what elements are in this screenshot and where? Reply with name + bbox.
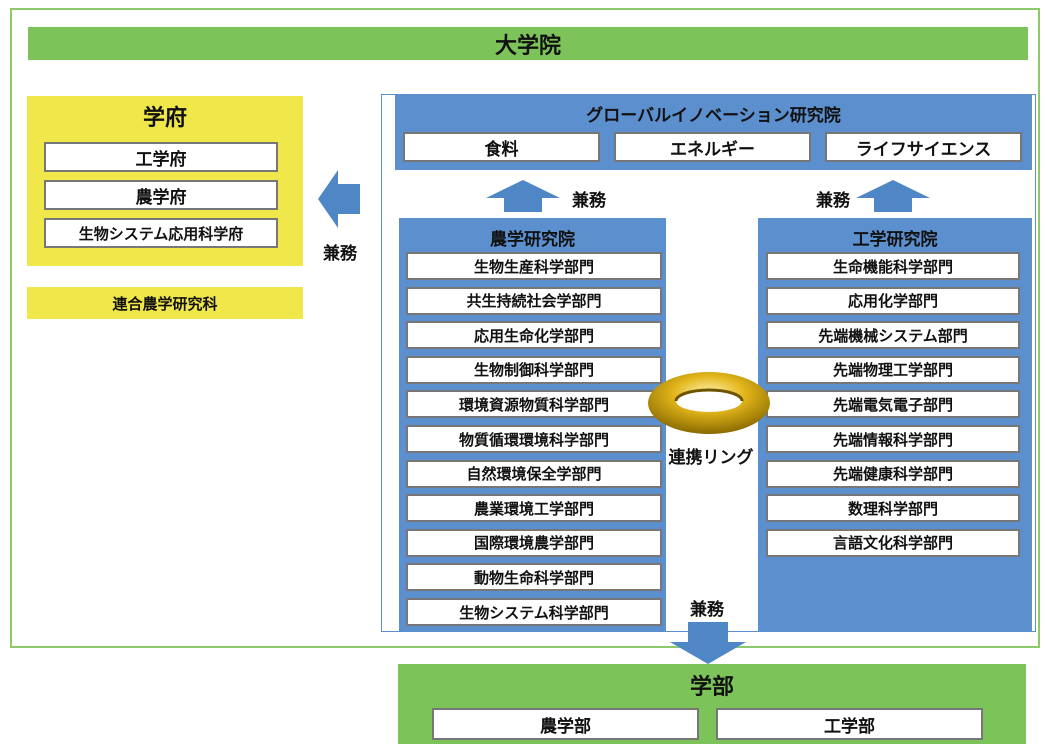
gakufu-item: 生物システム応用科学府 xyxy=(44,218,278,248)
graduate-school-frame xyxy=(10,8,1040,648)
up-arrow-icon xyxy=(486,180,560,212)
global-innovation-title: グローバルイノベーション研究院 xyxy=(586,105,841,126)
ring-icon xyxy=(646,370,772,436)
department-item: 生命機能科学部門 xyxy=(766,252,1020,280)
department-item: 先端健康科学部門 xyxy=(766,459,1020,488)
eng-institute-title: 工学研究院 xyxy=(852,229,938,250)
kenmu-label: 兼務 xyxy=(323,243,357,264)
department-item: 国際環境農学部門 xyxy=(406,528,662,557)
department-item: 数理科学部門 xyxy=(766,494,1020,523)
gakufu-item: 工学府 xyxy=(44,142,278,172)
department-item: 先端情報科学部門 xyxy=(766,425,1020,453)
department-item: 生物制御科学部門 xyxy=(406,355,662,384)
united-graduate-school: 連合農学研究科 xyxy=(27,287,303,319)
department-item: 言語文化科学部門 xyxy=(766,528,1020,557)
up-arrow-icon xyxy=(856,180,930,212)
faculty-title: 学部 xyxy=(689,675,734,700)
department-item: 応用化学部門 xyxy=(766,286,1020,315)
gakufu-title: 学府 xyxy=(142,106,187,131)
faculty-item: 農学部 xyxy=(432,708,699,740)
department-item: 応用生命化学部門 xyxy=(406,321,662,350)
global-field: エネルギー xyxy=(614,132,811,162)
down-arrow-icon xyxy=(670,622,746,664)
kenmu-label: 兼務 xyxy=(572,190,606,211)
agri-institute-title: 農学研究院 xyxy=(490,229,575,250)
department-item: 物質循環環境科学部門 xyxy=(406,425,662,453)
department-item: 自然環境保全学部門 xyxy=(406,459,662,488)
global-field: ライフサイエンス xyxy=(825,132,1022,162)
faculty-item: 工学部 xyxy=(716,708,983,740)
kenmu-label: 兼務 xyxy=(690,599,724,620)
department-item: 共生持続社会学部門 xyxy=(406,286,662,315)
department-item: 環境資源物質科学部門 xyxy=(406,390,662,419)
department-item: 生物システム科学部門 xyxy=(406,598,662,626)
department-item: 農業環境工学部門 xyxy=(406,494,662,523)
department-item: 先端電気電子部門 xyxy=(766,390,1020,419)
graduate-school-title: 大学院 xyxy=(28,27,1028,60)
ring-label: 連携リング xyxy=(668,447,754,468)
department-item: 先端物理工学部門 xyxy=(766,355,1020,384)
left-arrow-icon xyxy=(318,170,360,228)
gakufu-item: 農学府 xyxy=(44,180,278,210)
department-item: 先端機械システム部門 xyxy=(766,321,1020,350)
department-item: 動物生命科学部門 xyxy=(406,563,662,592)
department-item: 生物生産科学部門 xyxy=(406,252,662,280)
kenmu-label: 兼務 xyxy=(816,190,850,211)
global-field: 食料 xyxy=(403,132,600,162)
